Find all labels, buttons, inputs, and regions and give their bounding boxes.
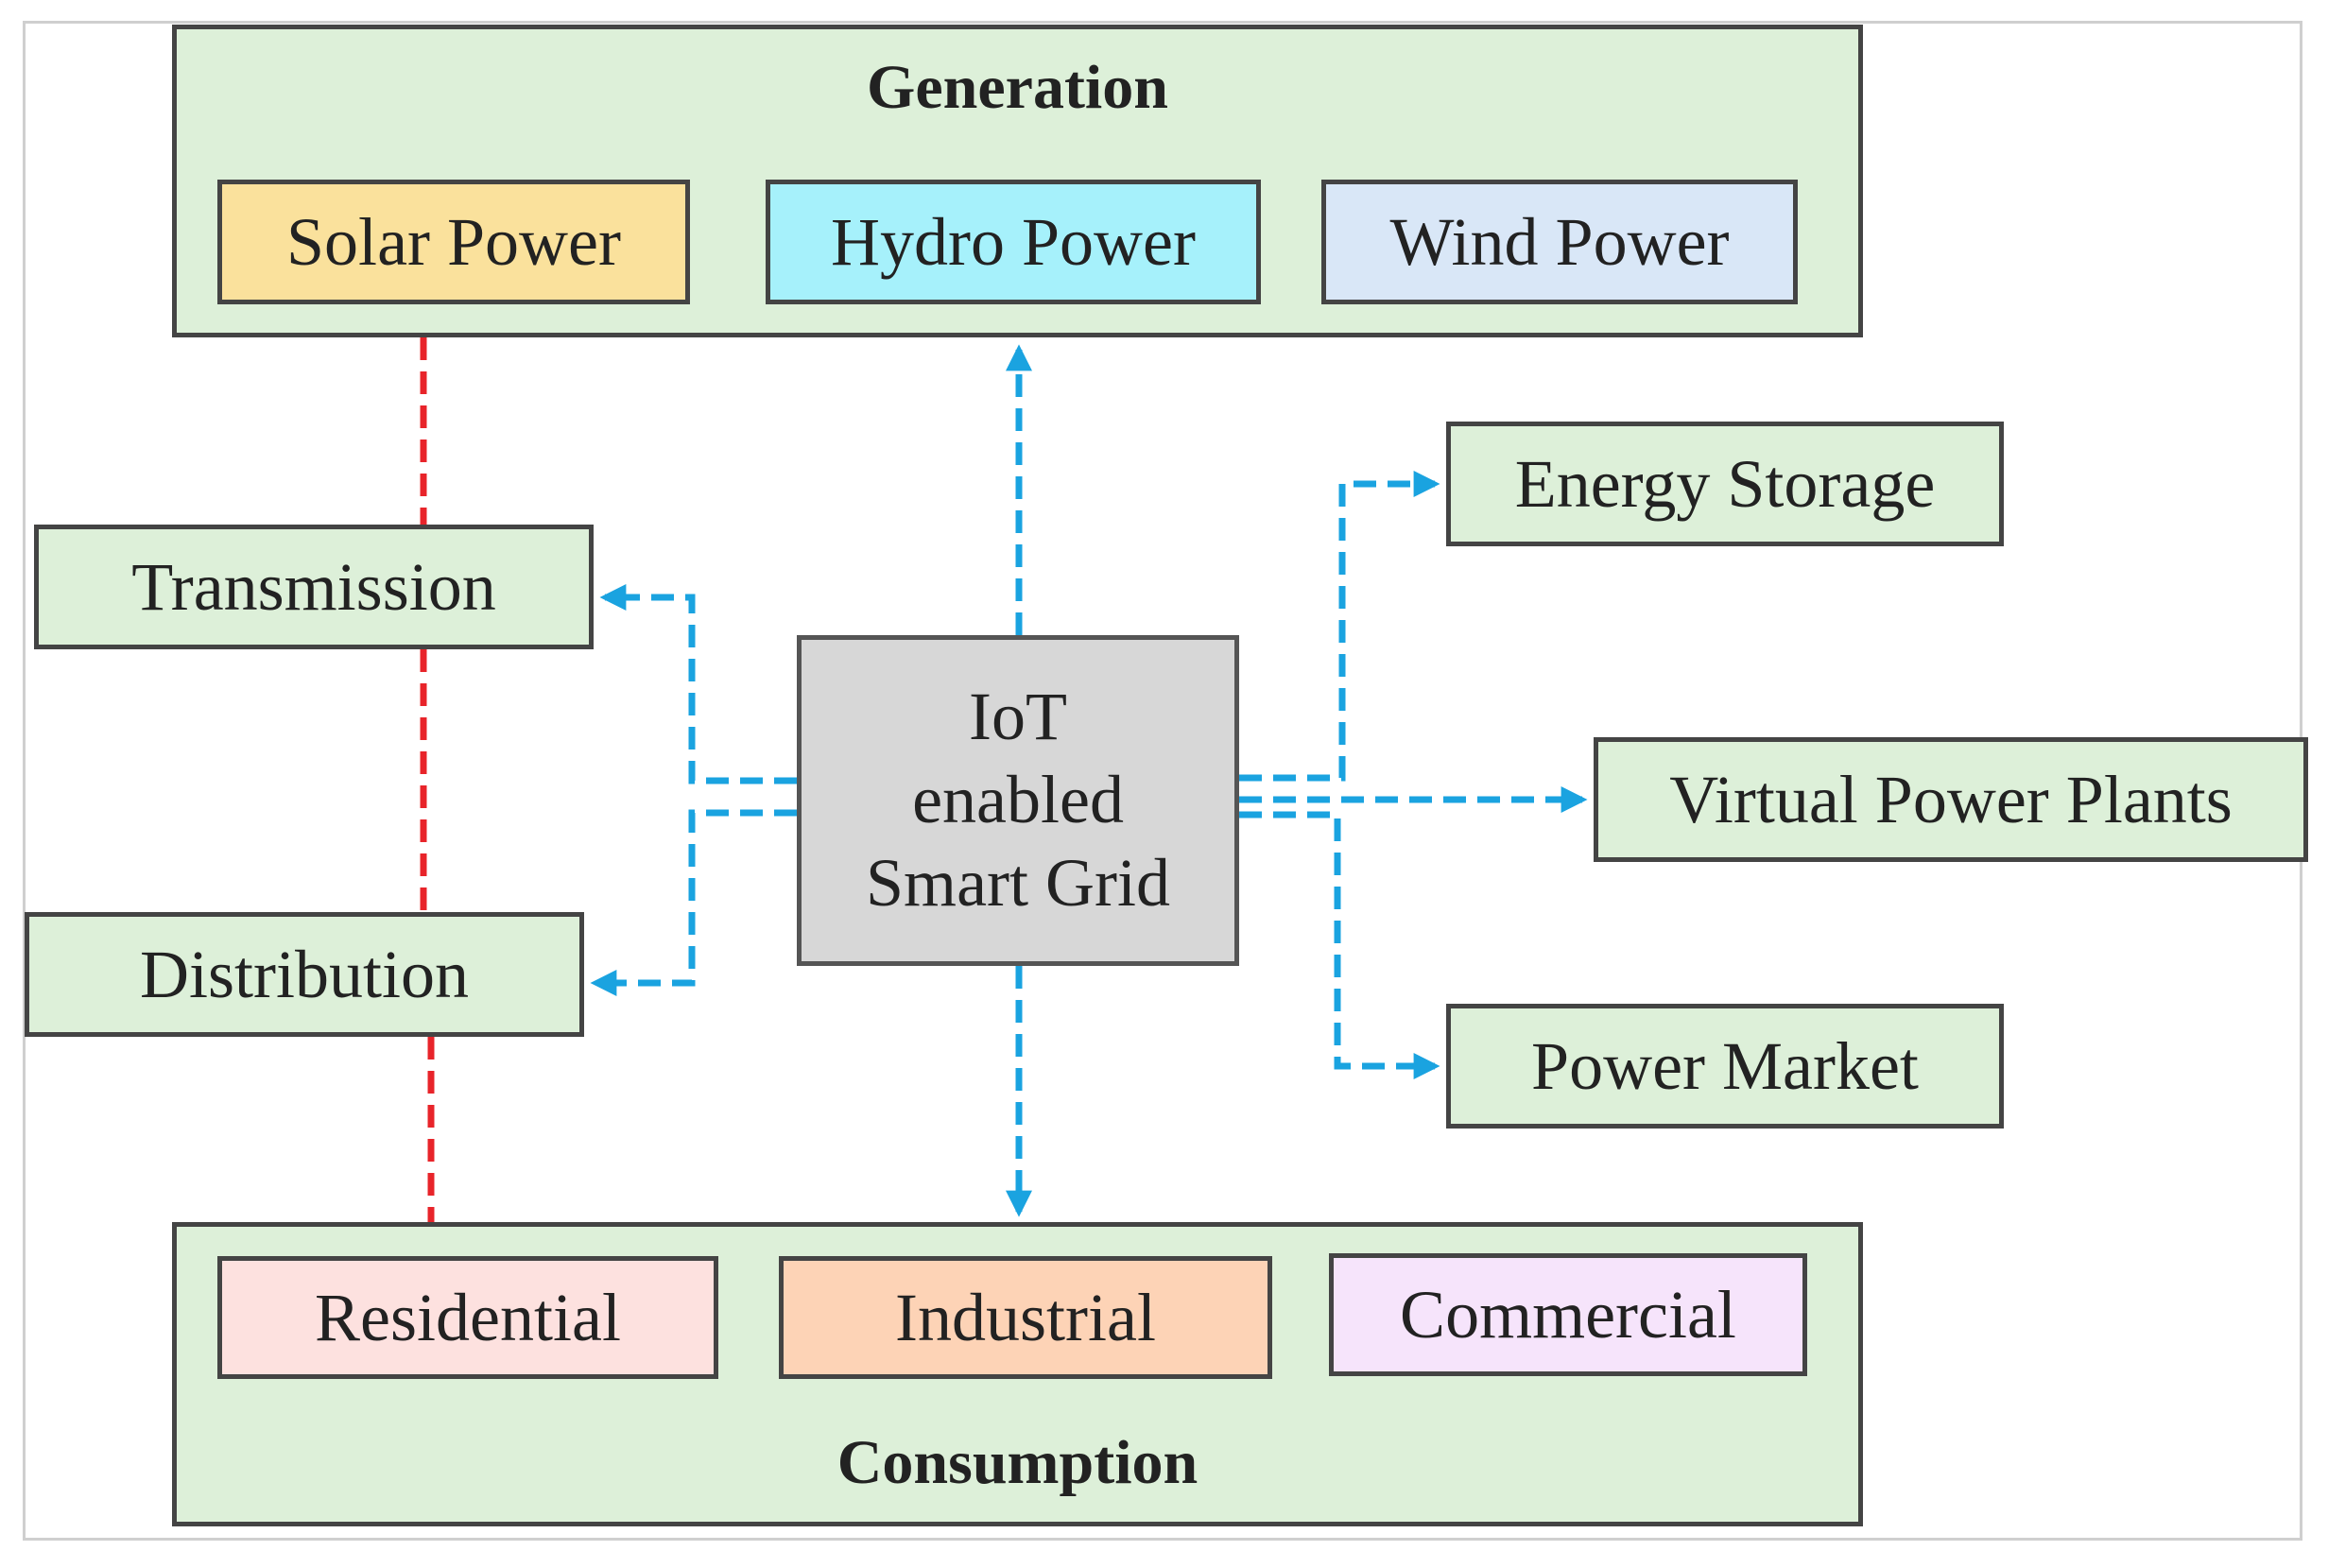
hydro-power-label: Hydro Power [831, 203, 1196, 280]
residential-box: Residential [217, 1256, 718, 1379]
generation-title: Generation [867, 53, 1168, 122]
distribution-label: Distribution [139, 936, 469, 1012]
wind-power-box: Wind Power [1321, 180, 1798, 304]
iot-to-energy-storage-arrow [1239, 471, 1440, 782]
energy-storage-box: Energy Storage [1446, 422, 2004, 546]
residential-label: Residential [315, 1279, 621, 1355]
iot-to-transmission-arrow [599, 584, 797, 784]
iot-line-2: enabled [912, 762, 1124, 838]
iot-line-3: Smart Grid [866, 844, 1170, 921]
transmission-box: Transmission [34, 525, 594, 649]
industrial-label: Industrial [895, 1279, 1156, 1355]
iot-smart-grid-box: IoT enabled Smart Grid [797, 635, 1239, 966]
iot-to-power-market-arrow [1239, 811, 1440, 1079]
virtual-power-plants-label: Virtual Power Plants [1669, 761, 2233, 837]
virtual-power-plants-box: Virtual Power Plants [1594, 737, 2308, 862]
iot-to-distribution-arrow [590, 809, 797, 996]
power-market-label: Power Market [1531, 1027, 1919, 1104]
iot-line-1: IoT [969, 679, 1067, 755]
consumption-title: Consumption [836, 1428, 1198, 1497]
solar-power-label: Solar Power [286, 203, 621, 280]
energy-storage-label: Energy Storage [1514, 445, 1936, 522]
commercial-box: Commercial [1329, 1253, 1807, 1376]
hydro-power-box: Hydro Power [766, 180, 1261, 304]
solar-power-box: Solar Power [217, 180, 690, 304]
wind-power-label: Wind Power [1389, 203, 1730, 280]
industrial-box: Industrial [779, 1256, 1272, 1379]
commercial-label: Commercial [1400, 1276, 1736, 1353]
transmission-label: Transmission [131, 548, 496, 625]
power-market-box: Power Market [1446, 1004, 2004, 1129]
distribution-box: Distribution [25, 912, 584, 1037]
